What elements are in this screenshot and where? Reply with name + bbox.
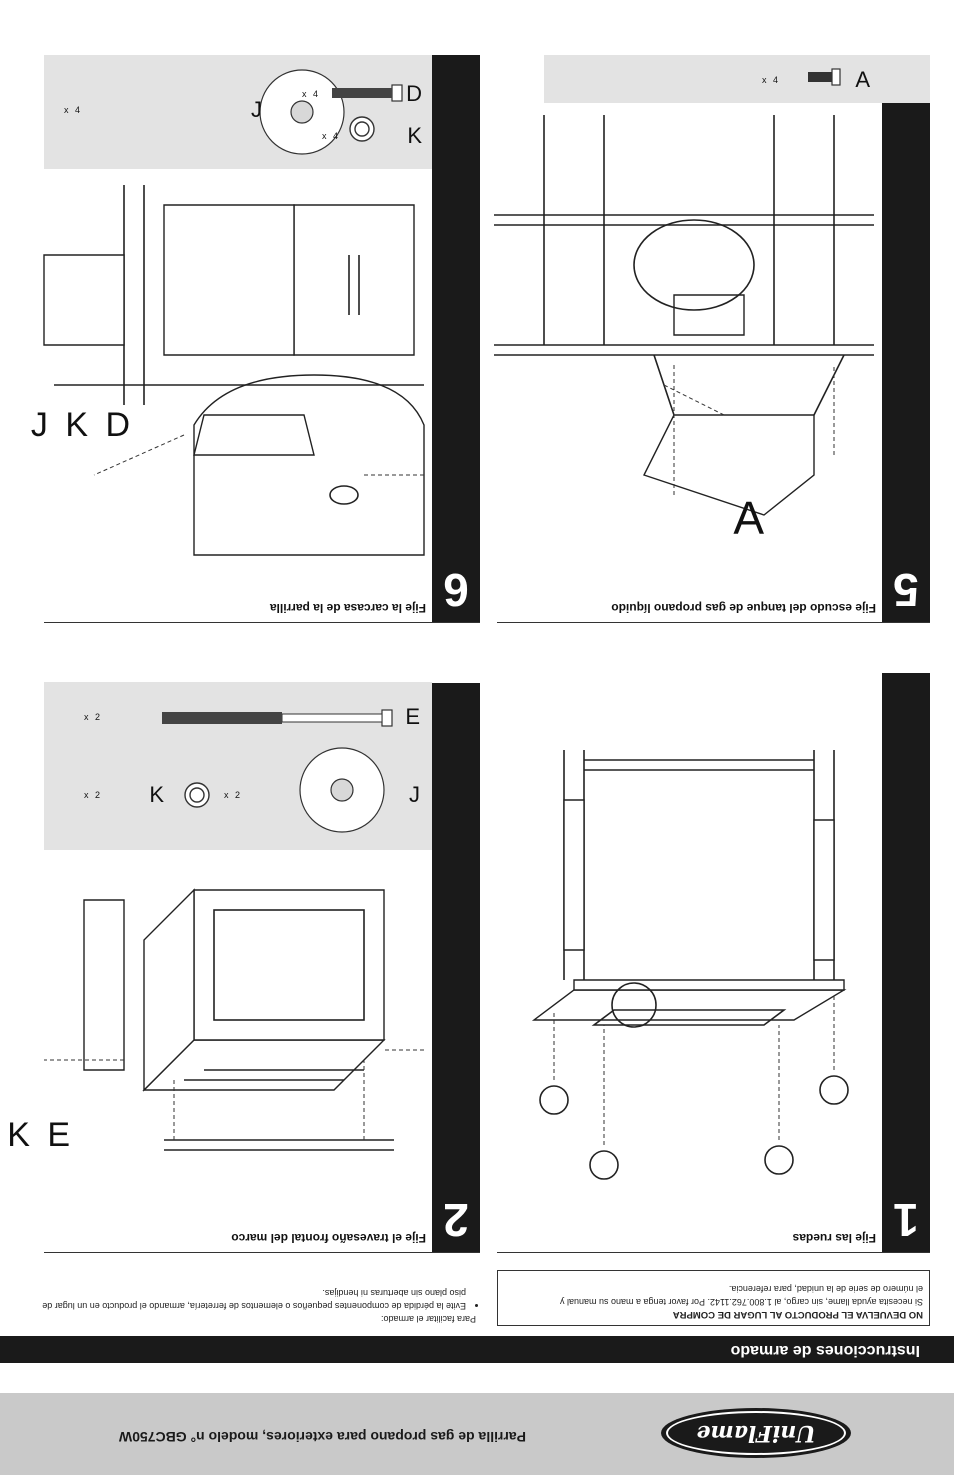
caster-2 [764,1025,794,1175]
part-k-qty: x 2 [83,790,102,800]
part-k-qty: x 4 [321,131,340,141]
step-6-number: 6 [432,55,480,623]
part-d-letter: D [406,81,422,106]
step-6-title: Fije la carcasa de la parrilla [269,601,426,615]
section-heading: Instrucciones de armado [730,1342,920,1359]
step-2-title: Fije el travesaño frontal del marco [231,1231,426,1245]
footer-bar: UniFlame Parrilla de gas propano para ex… [0,1393,954,1475]
tips-bullet: Evite la pérdida de componentes pequeños… [31,1286,466,1312]
step-2-number: 2 [432,683,480,1253]
part-j-qty: x 4 [63,105,82,115]
part-a-letter: A [855,67,870,92]
step-6-parts-box: D x 4 K x 4 J x 4 [44,55,432,169]
step-5-title: Fije escudo del tanque de gas propano lí… [611,601,876,615]
part-e-letter: E [405,704,420,729]
washer-k-icon [349,116,375,142]
step-1-number: 1 [882,673,930,1253]
part-k-letter: K [149,782,164,807]
notice-line-2: el número de serie de la unidad, para re… [728,1284,923,1294]
tips-intro: Para facilitar el armado: [380,1314,476,1324]
model-title: Parrilla de gas propano para exteriores,… [118,1429,526,1445]
step-5-parts-box: A x 4 [544,55,930,103]
lock-washer-k-icon [184,782,210,808]
notice-line-1: Si necesita ayuda llame, sin cargo, al 1… [559,1297,923,1307]
step-2-parts-box: E x 2 K x 2 J x 2 [44,682,432,850]
step-1-rule [497,1252,930,1253]
part-e-qty: x 2 [83,712,102,722]
part-a-qty: x 4 [761,75,780,85]
caster-4 [539,1010,569,1115]
step-2-illustration [44,888,424,1151]
washer-j-icon [299,747,385,833]
step-5-callout: A [733,492,764,544]
part-j-qty: x 2 [223,790,242,800]
washer-j-icon [259,69,345,155]
support-notice: NO DEVUELVA EL PRODUCTO AL LUGAR DE COMP… [497,1270,930,1326]
step-5-number: 5 [882,55,930,623]
step-2-rule [44,1252,480,1253]
step-6-illustration [43,185,425,556]
section-heading-bar: Instrucciones de armado [0,1336,954,1363]
step-2-callout: J K E [0,1116,74,1154]
assembly-tips: Para facilitar el armado: Evite la pérdi… [31,1286,476,1325]
caster-3 [589,1025,619,1180]
step-6-callout: J K D [30,406,134,444]
step-1-illustration [531,750,849,1180]
bolt-a-icon [808,68,841,86]
part-j-letter: J [251,97,262,122]
step-5-illustration [494,115,874,516]
bolt-d-icon [332,84,403,102]
part-j-letter: J [409,782,420,807]
notice-headline: NO DEVUELVA EL PRODUCTO AL LUGAR DE COMP… [672,1309,923,1320]
step-5-rule [497,622,930,623]
part-k-letter: K [407,123,422,148]
bolt-e-icon [162,709,393,727]
step-6-rule [44,622,480,623]
step-1-title: Fije las ruedas [792,1231,876,1245]
part-d-qty: x 4 [301,89,320,99]
uniflame-logo: UniFlame [661,1408,851,1458]
logo-text: UniFlame [666,1411,846,1455]
caster-1 [819,995,849,1105]
